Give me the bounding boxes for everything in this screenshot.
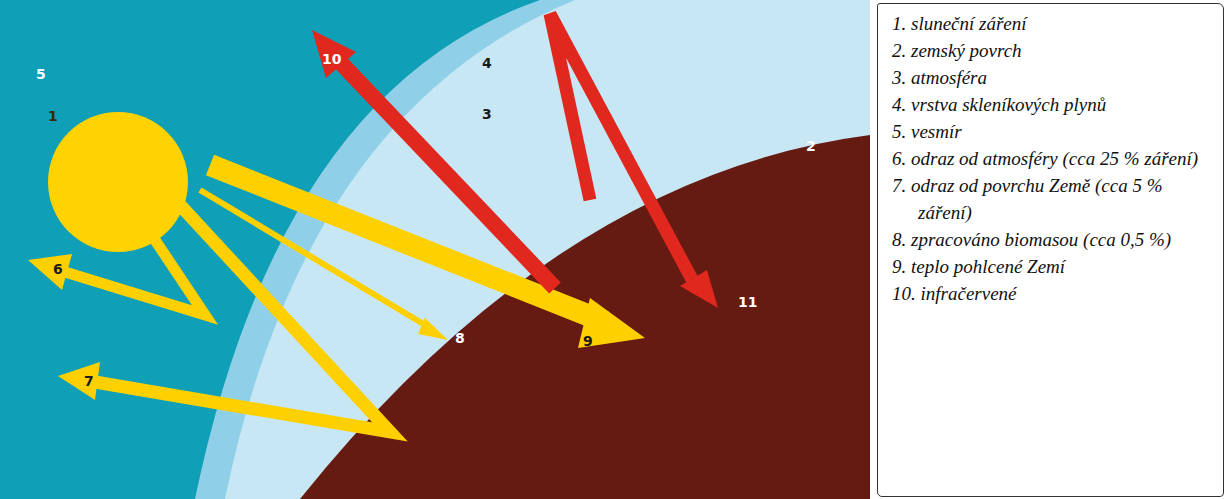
callout-number: 10 <box>322 51 341 67</box>
greenhouse-layer <box>195 0 870 499</box>
callout-number: 4 <box>482 55 492 71</box>
legend-item: 3. atmosféra <box>892 64 1213 91</box>
space-background <box>0 0 870 499</box>
legend-item: 6. odraz od atmosféry (cca 25 % záření) <box>892 145 1213 172</box>
legend-item: 4. vrstva skleníkových plynů <box>892 91 1213 118</box>
callout-number: 2 <box>806 138 816 154</box>
legend-item: 8. zpracováno biomasou (cca 0,5 %) <box>892 226 1213 253</box>
legend-item: 2. zemský povrch <box>892 37 1213 64</box>
infrared-arrows <box>312 14 718 308</box>
legend-item: 1. sluneční záření <box>892 10 1213 37</box>
legend-panel: 1. sluneční záření2. zemský povrch3. atm… <box>877 3 1224 497</box>
legend-item: 5. vesmír <box>892 118 1213 145</box>
sun <box>48 112 188 252</box>
callout-number: 6 <box>53 261 63 277</box>
callout-number: 9 <box>583 333 593 349</box>
legend-item: 9. teplo pohlcené Zemí <box>892 253 1213 280</box>
sun-callout: 1 <box>48 108 88 124</box>
greenhouse-illustration <box>0 0 870 499</box>
legend-item: 10. infračervené <box>892 280 1213 307</box>
callout-number: 5 <box>36 66 46 82</box>
legend-item: 7. odraz od povrchu Země (cca 5 % záření… <box>892 172 1213 226</box>
callout-number: 3 <box>482 106 492 122</box>
callout-number: 1 <box>48 108 88 124</box>
callout-number: 7 <box>84 373 94 389</box>
callout-number: 8 <box>455 330 465 346</box>
callout-number: 11 <box>738 294 757 310</box>
